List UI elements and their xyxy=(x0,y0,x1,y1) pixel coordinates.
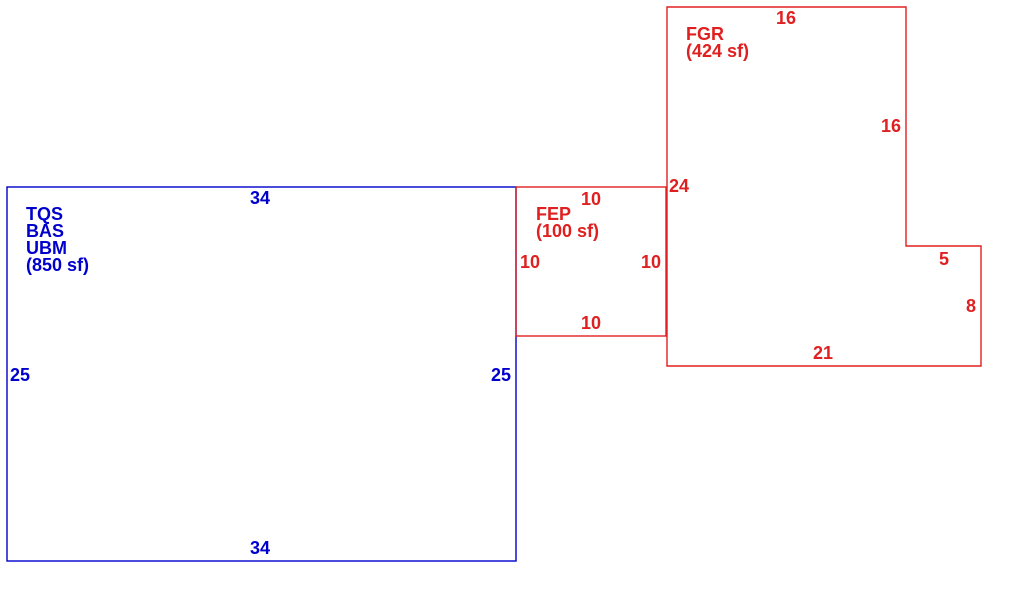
porch-dim-top: 10 xyxy=(581,189,601,209)
main-code-1: TQS xyxy=(26,204,63,224)
porch-dim-right: 10 xyxy=(641,252,661,272)
garage-dim-left: 24 xyxy=(669,176,689,196)
garage-dim-bottom: 21 xyxy=(813,343,833,363)
main-area: TQS BAS UBM (850 sf) 34 34 25 25 xyxy=(6,186,517,562)
main-dim-left: 25 xyxy=(10,365,30,385)
porch-area: FEP (100 sf) 10 10 10 10 xyxy=(515,186,667,337)
garage-dim-top: 16 xyxy=(776,8,796,28)
main-code-3: UBM xyxy=(26,238,67,258)
porch-dim-left: 10 xyxy=(520,252,540,272)
garage-code: FGR xyxy=(686,24,724,44)
main-dim-top: 34 xyxy=(250,188,270,208)
garage-dim-step: 5 xyxy=(939,249,949,269)
main-area-value: (850 sf) xyxy=(26,255,89,275)
main-dim-right: 25 xyxy=(491,365,511,385)
porch-dim-bottom: 10 xyxy=(581,313,601,333)
garage-area: FGR (424 sf) 16 16 5 8 21 24 xyxy=(666,6,982,367)
garage-area-outline xyxy=(666,6,982,367)
garage-dim-right-lower: 8 xyxy=(966,296,976,316)
porch-area-value: (100 sf) xyxy=(536,221,599,241)
main-code-2: BAS xyxy=(26,221,64,241)
porch-code: FEP xyxy=(536,204,571,224)
main-area-outline xyxy=(6,186,517,562)
garage-dim-right-upper: 16 xyxy=(881,116,901,136)
main-dim-bottom: 34 xyxy=(250,538,270,558)
garage-area-value: (424 sf) xyxy=(686,41,749,61)
porch-area-outline xyxy=(515,186,667,337)
